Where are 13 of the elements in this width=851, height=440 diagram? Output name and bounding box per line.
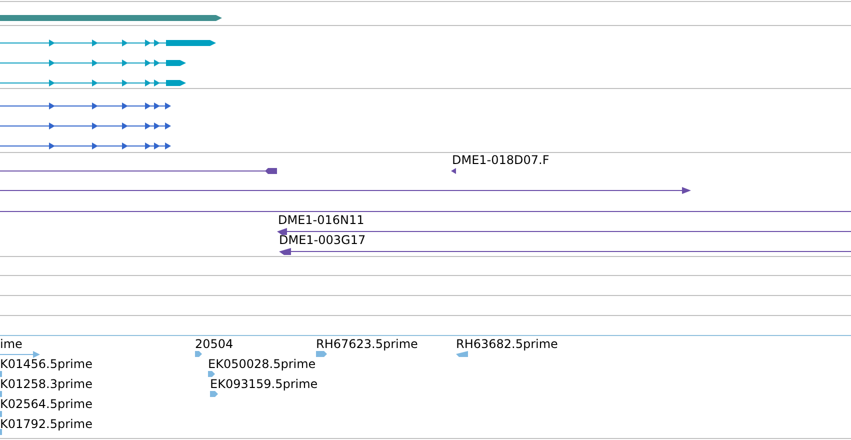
feature-label: RH63682.5prime [456,337,558,351]
feature-label: ime [0,337,22,351]
feature-label: K02564.5prime [0,397,92,411]
feature-label: EK093159.5prime [210,377,318,391]
feature-label: DME1-016N11 [278,213,364,227]
feature-label: K01258.3prime [0,377,92,391]
feature-label: EK050028.5prime [208,357,316,371]
feature-label: K01456.5prime [0,357,92,371]
feature-label: K01792.5prime [0,417,92,431]
feature-label: RH67623.5prime [316,337,418,351]
feature-label: DME1-003G17 [279,233,366,247]
feature-label: 20504 [195,337,234,351]
feature-label: DME1-018D07.F [452,153,550,167]
